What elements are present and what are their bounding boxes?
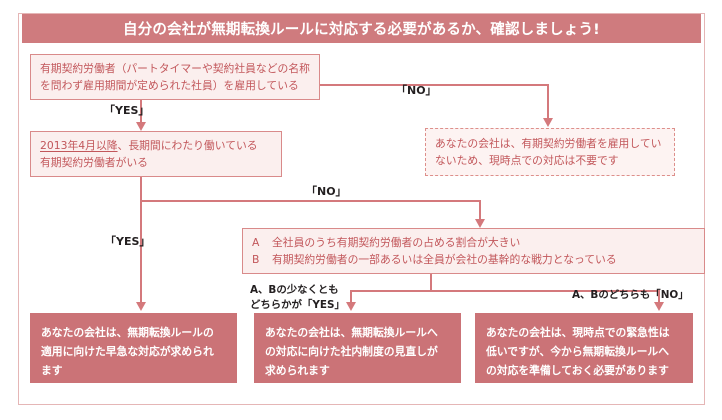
edge-criteria-yes-arrowhead: [345, 302, 356, 311]
result-urgent-box: あなたの会社は、無期転換ルールの 適用に向けた早急な対応が求められ ます: [30, 313, 237, 383]
result-prepare-text: あなたの会社は、現時点での緊急性は 低いですが、今から無期転換ルールへ の対応を…: [486, 323, 682, 381]
question-2-line-1-underlined: 2013年4月以降: [40, 138, 118, 152]
result-urgent-line-2: 適用に向けた早急な対応が求められ: [41, 345, 214, 359]
question-2-text: 2013年4月以降、長期間にわたり働いている 有期契約労働者がいる: [40, 137, 272, 172]
edge-q2-yes-arrowhead: [135, 302, 146, 311]
diagram-header-banner: 自分の会社が無期転換ルールに対応する必要があるか、確認しましょう!: [22, 14, 701, 43]
edge-q1-yes-arrowhead: [135, 122, 146, 131]
edge-label-criteria-yes-line-2: どちらかが「YES」: [250, 299, 345, 312]
criteria-a-text: 全社員のうち有期契約労働者の占める割合が大きい: [272, 235, 521, 249]
result-prepare-line-3: の対応を準備しておく必要があります: [486, 364, 669, 378]
question-1-line-1: 有期契約労働者（パートタイマーや契約社員などの名称: [40, 61, 310, 75]
question-2-line-1-rest: 、長期間にわたり働いている: [117, 138, 258, 152]
edge-criteria-no-vertical: [658, 290, 660, 305]
edge-q2-no-arrowhead: [474, 219, 485, 228]
question-2-line-2: 有期契約労働者がいる: [40, 156, 148, 169]
criteria-a-key: A: [252, 235, 260, 249]
question-1-line-2: を問わず雇用期間が定められた社員）を雇用している: [40, 79, 299, 92]
criteria-b-text: 有期契約労働者の一部あるいは全員が会社の基幹的な戦力となっている: [272, 253, 617, 266]
edge-q2-no-vertical: [479, 200, 481, 222]
edge-label-criteria-no: A、Bのどちらも「NO」: [572, 289, 689, 301]
edge-q2-trunk-vertical: [140, 177, 142, 303]
edge-q1-no-vertical: [547, 84, 549, 121]
question-2-box: 2013年4月以降、長期間にわたり働いている 有期契約労働者がいる: [30, 131, 282, 177]
edge-label-q2-no: 「NO」: [306, 185, 347, 198]
edge-label-q2-yes: 「YES」: [105, 235, 151, 248]
result-prepare-line-2: 低いですが、今から無期転換ルールへ: [486, 345, 670, 359]
result-no-action-text: あなたの会社は、有期契約労働者を雇用してい ないため、現時点での対応は不要です: [435, 135, 665, 170]
criteria-row-b: B 有期契約労働者の一部あるいは全員が会社の基幹的な戦力となっている: [252, 251, 695, 268]
result-review-line-2: の対応に向けた社内制度の見直しが: [265, 345, 438, 359]
result-urgent-line-1: あなたの会社は、無期転換ルールの: [41, 326, 214, 339]
edge-label-q1-yes: 「YES」: [104, 104, 150, 117]
result-review-line-1: あなたの会社は、無期転換ルールへ: [265, 326, 438, 339]
result-urgent-line-3: ます: [41, 364, 63, 378]
edge-q2-no-horizontal: [140, 200, 480, 202]
result-prepare-line-1: あなたの会社は、現時点での緊急性は: [486, 326, 670, 339]
edge-criteria-no-arrowhead: [653, 302, 664, 311]
edge-criteria-split-horizontal: [350, 290, 660, 292]
result-review-line-3: 求められます: [265, 364, 330, 378]
question-1-text: 有期契約労働者（パートタイマーや契約社員などの名称 を問わず雇用期間が定められた…: [40, 60, 310, 95]
result-no-action-line-1: あなたの会社は、有期契約労働者を雇用してい: [435, 136, 662, 150]
criteria-b-key: B: [252, 253, 260, 266]
edge-label-q1-no: 「NO」: [396, 84, 437, 97]
edge-q1-no-horizontal: [320, 84, 548, 86]
question-1-box: 有期契約労働者（パートタイマーや契約社員などの名称 を問わず雇用期間が定められた…: [30, 54, 320, 100]
result-urgent-text: あなたの会社は、無期転換ルールの 適用に向けた早急な対応が求められ ます: [41, 323, 226, 381]
result-no-action-box: あなたの会社は、有期契約労働者を雇用してい ないため、現時点での対応は不要です: [425, 128, 675, 176]
edge-criteria-trunk-vertical: [430, 274, 432, 291]
edge-q1-no-arrowhead: [542, 118, 553, 127]
criteria-ab-box: A 全社員のうち有期契約労働者の占める割合が大きい B 有期契約労働者の一部ある…: [242, 228, 705, 274]
result-review-box: あなたの会社は、無期転換ルールへ の対応に向けた社内制度の見直しが 求められます: [254, 313, 461, 383]
edge-q1-yes-vertical: [140, 100, 142, 125]
edge-label-criteria-yes: A、Bの少なくとも どちらかが「YES」: [250, 283, 345, 313]
result-review-text: あなたの会社は、無期転換ルールへ の対応に向けた社内制度の見直しが 求められます: [265, 323, 450, 381]
criteria-ab-text: A 全社員のうち有期契約労働者の占める割合が大きい B 有期契約労働者の一部ある…: [252, 234, 695, 269]
page-title: 自分の会社が無期転換ルールに対応する必要があるか、確認しましょう!: [123, 22, 600, 38]
edge-criteria-yes-vertical: [350, 290, 352, 305]
result-prepare-box: あなたの会社は、現時点での緊急性は 低いですが、今から無期転換ルールへ の対応を…: [475, 313, 693, 383]
criteria-row-a: A 全社員のうち有期契約労働者の占める割合が大きい: [252, 234, 695, 251]
edge-label-criteria-yes-line-1: A、Bの少なくとも: [250, 284, 339, 296]
result-no-action-line-2: ないため、現時点での対応は不要です: [435, 154, 619, 167]
